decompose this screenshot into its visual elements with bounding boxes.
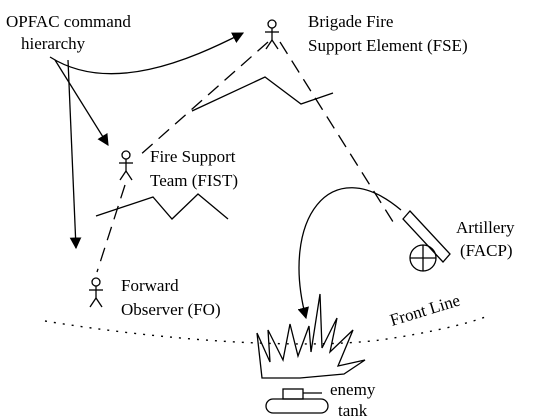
fist-figure-icon xyxy=(119,150,133,181)
fse-label-line1: Brigade Fire xyxy=(308,12,393,31)
tank-label-line1: enemy xyxy=(330,380,376,399)
fo-label-line2: Observer (FO) xyxy=(121,300,221,319)
hierarchy-arrow-to-fo xyxy=(67,59,82,250)
fse-figure-icon xyxy=(265,19,279,50)
fse-label-line2: Support Element (FSE) xyxy=(308,36,468,55)
hierarchy-label-line1: OPFAC command xyxy=(6,12,131,31)
fo-label-line1: Forward xyxy=(121,276,179,295)
mountain-ridge-lower xyxy=(95,193,229,220)
explosion-icon xyxy=(256,293,366,379)
comm-line-fse-fist xyxy=(138,41,269,157)
front-line-label: Front Line xyxy=(388,291,463,330)
hierarchy-arrow-to-fse xyxy=(49,32,245,75)
hierarchy-arrow-to-fist xyxy=(54,59,109,146)
comm-line-fse-artillery xyxy=(279,41,396,226)
artillery-label-line1: Artillery xyxy=(456,218,515,237)
artillery-gun-icon xyxy=(402,210,451,272)
tank-label-line2: tank xyxy=(338,401,368,418)
hierarchy-label-line2: hierarchy xyxy=(21,34,86,53)
tank-icon xyxy=(265,388,329,414)
fist-label-line2: Team (FIST) xyxy=(150,171,238,190)
front-line xyxy=(44,314,491,345)
fire-arc-arrow xyxy=(297,187,402,320)
fo-figure-icon xyxy=(89,277,103,308)
fist-label-line1: Fire Support xyxy=(150,147,236,166)
mountain-ridge-upper xyxy=(191,76,334,112)
artillery-label-line2: (FACP) xyxy=(460,241,513,260)
comm-line-fist-fo xyxy=(96,184,126,273)
